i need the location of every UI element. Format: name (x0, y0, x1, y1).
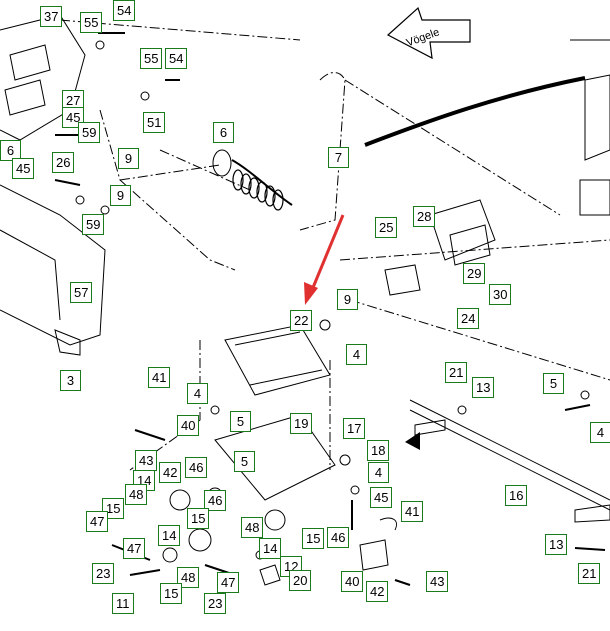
part-callout-8: 51 (143, 112, 166, 133)
part-callout-54: 11 (112, 593, 134, 614)
part-callout-32: 17 (343, 418, 366, 439)
part-callout-21: 29 (463, 263, 486, 284)
base-plate (214, 414, 336, 501)
direction-arrow (405, 432, 420, 450)
part-callout-35: 42 (159, 462, 182, 483)
part-callout-27: 41 (148, 367, 171, 388)
part-callout-12: 45 (12, 158, 35, 179)
part-callout-2: 54 (113, 0, 136, 21)
part-callout-6: 45 (62, 107, 85, 128)
part-callout-19: 25 (375, 217, 398, 238)
console-housing (0, 184, 106, 346)
part-callout-31: 19 (290, 413, 313, 434)
part-callout-20: 28 (413, 206, 436, 227)
part-callout-7: 59 (78, 122, 101, 143)
part-callout-26: 22 (290, 310, 313, 331)
part-callout-70: 21 (578, 563, 601, 584)
part-callout-42: 48 (125, 484, 148, 505)
part-callout-37: 5 (234, 451, 255, 472)
part-callout-5: 27 (62, 90, 85, 111)
part-callout-1: 55 (80, 12, 103, 33)
part-callout-53: 23 (92, 563, 115, 584)
part-callout-50: 15 (302, 528, 325, 549)
part-callout-34: 43 (135, 450, 158, 471)
part-callout-68: 16 (505, 485, 528, 506)
vogele-logo: Vögele (386, 6, 471, 60)
part-callout-65: 13 (472, 377, 495, 398)
part-callout-28: 40 (177, 415, 200, 436)
part-callout-13: 26 (52, 152, 75, 173)
part-callout-4: 54 (165, 48, 188, 69)
mounting-plate (224, 324, 331, 396)
part-callout-44: 46 (204, 490, 227, 511)
part-callout-33: 18 (367, 440, 390, 461)
part-callout-40: 41 (401, 501, 424, 522)
part-callout-46: 14 (158, 525, 181, 546)
part-callout-63: 43 (426, 571, 449, 592)
part-callout-3: 55 (140, 48, 163, 69)
part-callout-39: 45 (370, 487, 393, 508)
part-callout-47: 15 (187, 508, 210, 529)
highlight-arrow (304, 214, 345, 305)
part-callout-17: 3 (60, 370, 81, 391)
part-callout-11: 6 (0, 140, 21, 161)
part-callout-66: 5 (543, 373, 564, 394)
part-callout-61: 40 (341, 571, 364, 592)
part-callout-9: 6 (213, 122, 234, 143)
part-callout-24: 9 (337, 289, 358, 310)
part-callout-45: 47 (86, 511, 109, 532)
part-callout-56: 15 (160, 583, 183, 604)
part-callout-58: 23 (204, 593, 227, 614)
part-callout-23: 24 (457, 308, 480, 329)
part-callout-18: 7 (328, 147, 349, 168)
part-callout-62: 42 (366, 581, 389, 602)
part-callout-64: 21 (445, 362, 468, 383)
part-callout-16: 57 (70, 282, 93, 303)
part-callout-30: 5 (230, 411, 251, 432)
part-callout-22: 30 (489, 284, 512, 305)
part-callout-25: 4 (346, 344, 367, 365)
part-callout-0: 37 (40, 6, 63, 27)
part-callout-10: 9 (118, 148, 139, 169)
part-callout-51: 46 (327, 527, 350, 548)
part-callout-15: 59 (82, 214, 105, 235)
part-callout-52: 47 (123, 538, 146, 559)
part-callout-55: 48 (177, 567, 200, 588)
part-callout-14: 9 (110, 185, 131, 206)
part-callout-48: 48 (241, 517, 264, 538)
part-callout-60: 20 (289, 570, 312, 591)
part-callout-67: 4 (590, 422, 610, 443)
part-callout-38: 4 (368, 462, 389, 483)
part-callout-29: 4 (187, 383, 208, 404)
part-callout-36: 46 (185, 457, 208, 478)
part-callout-57: 47 (217, 572, 240, 593)
part-callout-69: 13 (545, 534, 568, 555)
part-callout-49: 14 (259, 538, 282, 559)
